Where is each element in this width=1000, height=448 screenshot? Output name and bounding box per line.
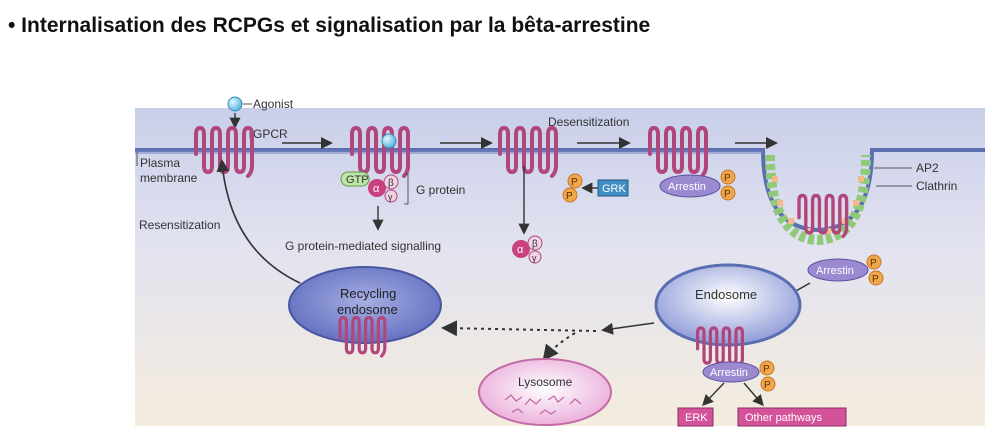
g-beta-subunit [383, 174, 399, 190]
arrestin-2-phospho-a [866, 254, 882, 270]
grk-label: GRK [602, 183, 627, 195]
arrestin-1-label: Arrestin [668, 181, 706, 193]
arrestin-2-phospho-a-label: P [870, 258, 877, 269]
arrestin-3-phospho-a [759, 360, 775, 376]
clathrin-label: Clathrin [916, 179, 957, 193]
free-g-beta [527, 235, 543, 251]
arrestin-2 [807, 258, 869, 282]
lysosome-label: Lysosome [518, 375, 573, 389]
plasma-membrane-label-line1: Plasma [140, 156, 180, 170]
arrow-to-lysosome-dashed [542, 332, 576, 362]
ap2-label: AP2 [916, 161, 939, 175]
other-pathways-label: Other pathways [745, 412, 823, 424]
plasma-membrane-label-line2: membrane [140, 171, 198, 185]
phospho-2-label: P [566, 191, 573, 202]
free-gamma-label: γ [532, 253, 537, 263]
arrestin-3-label: Arrestin [710, 367, 748, 379]
agonist-bound [381, 133, 397, 149]
slide-title: • Internalisation des RCPGs et signalisa… [8, 14, 651, 37]
gtp-label: GTP [346, 174, 369, 186]
recycling-endosome-label-line2: endosome [337, 302, 398, 317]
arrestin-1-phospho-a [720, 169, 736, 185]
resensitization-arrow [216, 158, 301, 284]
membrane-band [135, 150, 763, 154]
arrestin-2-phospho-b-label: P [872, 274, 879, 285]
arrestin-1-phospho-b [720, 185, 736, 201]
arrestin-3-phospho-a-label: P [763, 364, 770, 375]
phospho-1 [567, 173, 583, 189]
alpha-label: α [373, 183, 380, 195]
arrestin-3-phospho-b [760, 376, 776, 392]
arrestin-2-phospho-b [868, 270, 884, 286]
arrestin-3 [702, 361, 760, 383]
free-alpha-label: α [517, 244, 524, 256]
free-g-alpha [512, 240, 530, 258]
g-protein-bracket [404, 173, 409, 205]
erk-box [677, 407, 714, 427]
lysosome [478, 358, 612, 426]
arrow-to-other-pathways [743, 382, 764, 407]
g-alpha-subunit [368, 179, 386, 197]
arrestin-1-phospho-b-label: P [724, 189, 731, 200]
free-beta-label: β [532, 239, 538, 250]
g-protein-label: G protein [416, 183, 465, 197]
desensitization-label: Desensitization [548, 115, 629, 129]
grk-box [597, 179, 629, 197]
recycling-endosome-label-line1: Recycling [340, 286, 396, 301]
agonist-ligand [227, 96, 243, 112]
arrestin-1 [659, 174, 721, 198]
degraded-fragments [504, 394, 582, 415]
gamma-label: γ [388, 192, 393, 202]
phospho-2 [562, 187, 578, 203]
endosome [654, 263, 802, 347]
g-gamma-subunit [384, 189, 398, 203]
arrestin-2-label: Arrestin [816, 265, 854, 277]
arrow-endosome-to-recycling [601, 322, 655, 335]
other-pathways-box [737, 407, 847, 427]
g-protein-signalling-label: G protein-mediated signalling [285, 239, 441, 253]
beta-label: β [388, 178, 394, 189]
resensitization-label: Resensitization [139, 218, 220, 232]
gtp-badge [340, 171, 370, 187]
clathrin-coat [765, 154, 871, 246]
arrow-to-erk [702, 382, 725, 407]
endosome-label: Endosome [695, 287, 757, 302]
arrestin-1-phospho-a-label: P [724, 173, 731, 184]
agonist-label: Agonist [253, 97, 294, 111]
phospho-1-label: P [571, 177, 578, 188]
arrestin-3-phospho-b-label: P [764, 380, 771, 391]
free-g-gamma [528, 250, 542, 264]
gpcr-label: GPCR [253, 127, 288, 141]
erk-label: ERK [685, 412, 708, 424]
